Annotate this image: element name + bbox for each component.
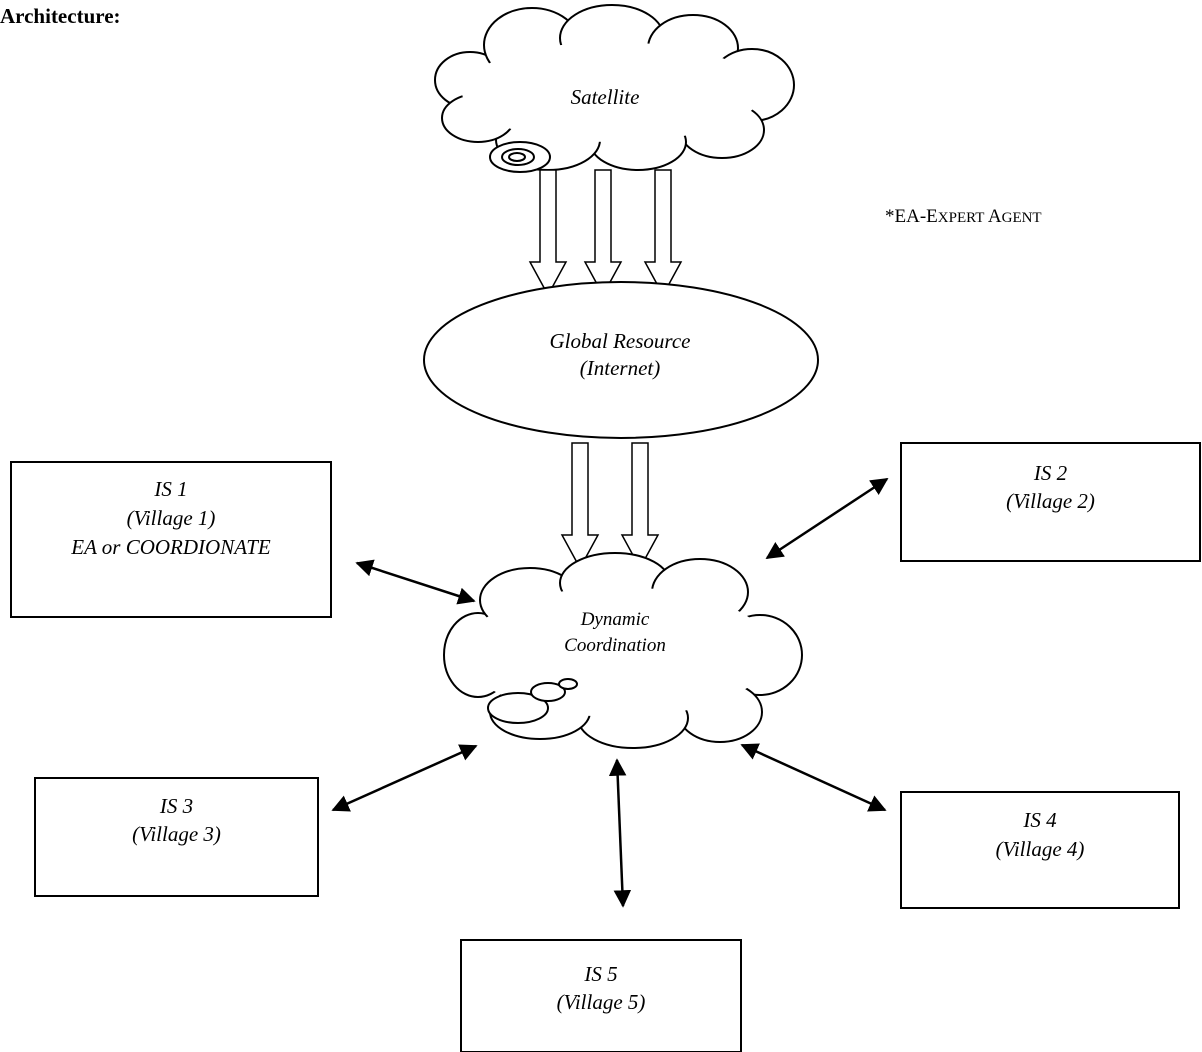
is4-box — [900, 791, 1180, 909]
is5-label: IS 5 (Village 5) — [556, 962, 646, 1014]
is3-coordination-connector — [331, 744, 478, 812]
hollow-arrow-middle — [583, 169, 623, 297]
diagram-heading: Architecture: — [0, 4, 121, 28]
is2-coordination-connector — [765, 477, 889, 560]
hollow-arrow-right — [620, 442, 660, 570]
dynamic-coordination-label: Dynamic Coordination — [564, 609, 666, 656]
satellite-to-internet-arrows — [528, 169, 683, 297]
satellite-cloud — [434, 4, 795, 173]
hollow-arrow-left — [528, 169, 568, 297]
is4-label: IS 4 (Village 4) — [995, 808, 1085, 861]
is2-box — [900, 442, 1201, 562]
expert-agent-footnote: *EA-EXPERT AGENT — [885, 206, 1042, 227]
global-resource-ellipse — [423, 281, 819, 439]
satellite-label: Satellite — [570, 85, 640, 109]
internet-to-coordination-arrows — [560, 442, 660, 570]
is2-label: IS 2 (Village 2) — [1006, 461, 1095, 513]
is5-box — [460, 939, 742, 1052]
is3-label: IS 3 (Village 3) — [132, 794, 221, 846]
is1-box — [10, 461, 332, 618]
hollow-arrow-left — [560, 442, 600, 570]
dynamic-coordination-cloud — [443, 552, 803, 749]
is3-box — [34, 777, 319, 897]
is5-coordination-connector — [608, 758, 632, 908]
hollow-arrow-right — [643, 169, 683, 297]
is4-coordination-connector — [740, 743, 887, 812]
global-resource-label: Global Resource (Internet) — [549, 329, 691, 380]
is1-label: IS 1 (Village 1) EA or COORDIONATE — [71, 477, 271, 559]
is1-coordination-connector — [355, 559, 476, 605]
